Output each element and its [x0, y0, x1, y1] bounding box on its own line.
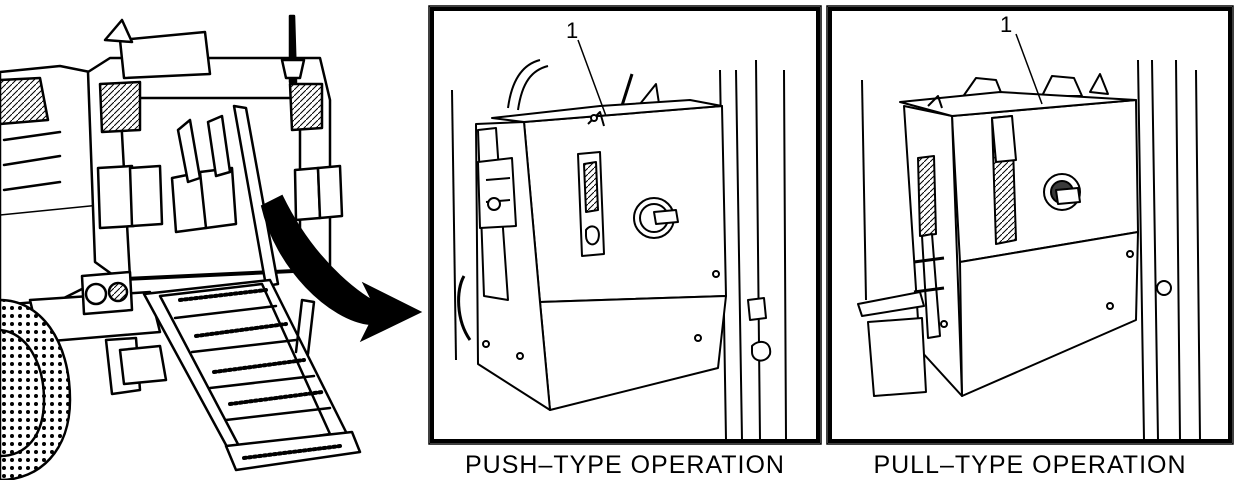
- pull-type-caption: PULL–TYPE OPERATION: [873, 451, 1187, 479]
- pull-callout-leader: [1015, 33, 1043, 105]
- callout-arrow: [260, 194, 423, 343]
- push-type-caption: PUSH–TYPE OPERATION: [465, 451, 785, 479]
- push-callout-leader: [577, 39, 607, 117]
- push-callout-number: 1: [566, 18, 578, 43]
- pull-callout-number: 1: [1000, 12, 1012, 37]
- pull-type-panel: 1: [826, 5, 1234, 445]
- push-type-panel: 1: [428, 5, 822, 445]
